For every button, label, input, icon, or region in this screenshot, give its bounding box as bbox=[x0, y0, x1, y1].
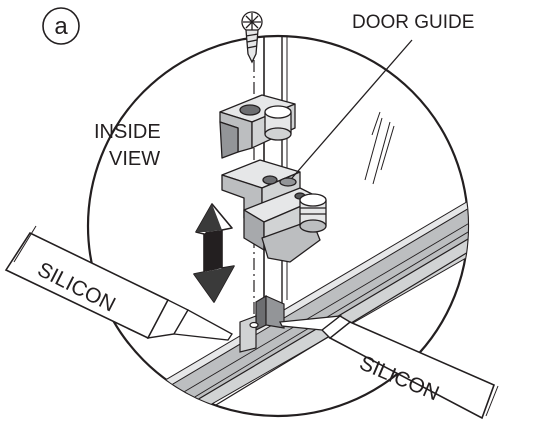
screw-icon bbox=[241, 11, 263, 64]
door-guide-body bbox=[221, 159, 327, 263]
glass-reflection bbox=[364, 111, 395, 185]
inside-view-line1: INSIDE bbox=[94, 121, 161, 143]
track-clip bbox=[239, 294, 285, 353]
door-guide-callout: DOOR GUIDE bbox=[291, 12, 474, 179]
inside-view-line2: VIEW bbox=[109, 148, 160, 170]
silicone-tube-left: SILICON bbox=[4, 225, 233, 341]
inside-view-note: INSIDE VIEW bbox=[94, 121, 161, 170]
step-label-text: a bbox=[54, 13, 68, 40]
door-guide-label: DOOR GUIDE bbox=[352, 12, 474, 33]
door-guide-cap bbox=[219, 94, 296, 159]
adjust-direction-arrow bbox=[193, 203, 235, 303]
step-label: a bbox=[42, 7, 80, 45]
silicone-tube-right: SILICON bbox=[278, 315, 499, 420]
